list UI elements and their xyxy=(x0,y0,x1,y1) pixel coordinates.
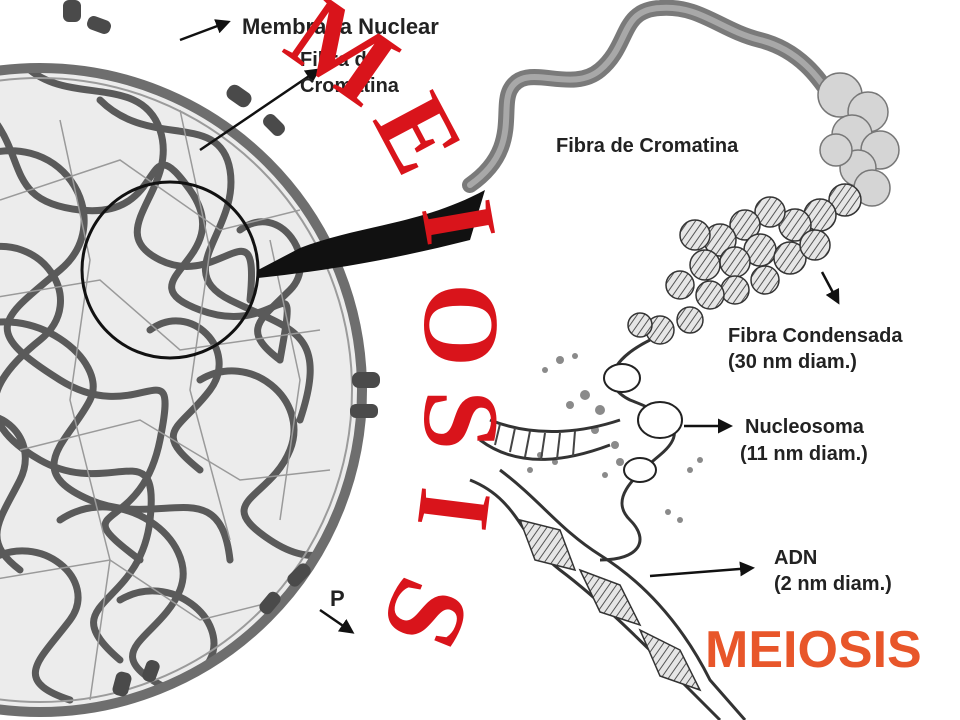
zoom-wedge xyxy=(258,190,485,278)
chromatin-fiber xyxy=(462,0,838,193)
label-nuclear-membrane: Membrana Nuclear xyxy=(242,14,439,39)
label-chromatin-fiber-line1: Fibra de xyxy=(300,49,378,71)
label-chromatin-fiber-line2: Cromatina xyxy=(300,75,400,97)
label-pore: P xyxy=(330,586,345,611)
label-dna: ADN xyxy=(774,547,817,569)
condensed-fiber xyxy=(627,72,900,345)
label-nucleosome-size: (11 nm diam.) xyxy=(740,443,868,465)
corner-meiosis-title: MEIOSIS xyxy=(705,621,922,679)
fiber-strand xyxy=(462,0,838,193)
label-chromatin-fiber: Fibra de Cromatina xyxy=(556,135,739,157)
nucleosome-string xyxy=(527,338,703,562)
label-condensed-fiber-size: (30 nm diam.) xyxy=(728,351,857,373)
nuclear-pores xyxy=(63,0,380,697)
title-letter-i2: I xyxy=(395,482,514,536)
title-letter-i: I xyxy=(399,192,519,252)
title-letter-s: S xyxy=(401,390,520,450)
nucleus xyxy=(0,0,485,717)
title-letter-o: O xyxy=(401,283,520,367)
label-condensed-fiber: Fibra Condensada xyxy=(728,325,903,347)
label-arrows xyxy=(179,19,840,634)
nuclear-envelope xyxy=(0,63,367,717)
title-letter-s2: S xyxy=(357,562,495,666)
label-dna-size: (2 nm diam.) xyxy=(774,573,892,595)
dna-helix xyxy=(469,418,747,720)
label-nucleosome: Nucleosoma xyxy=(745,416,865,438)
